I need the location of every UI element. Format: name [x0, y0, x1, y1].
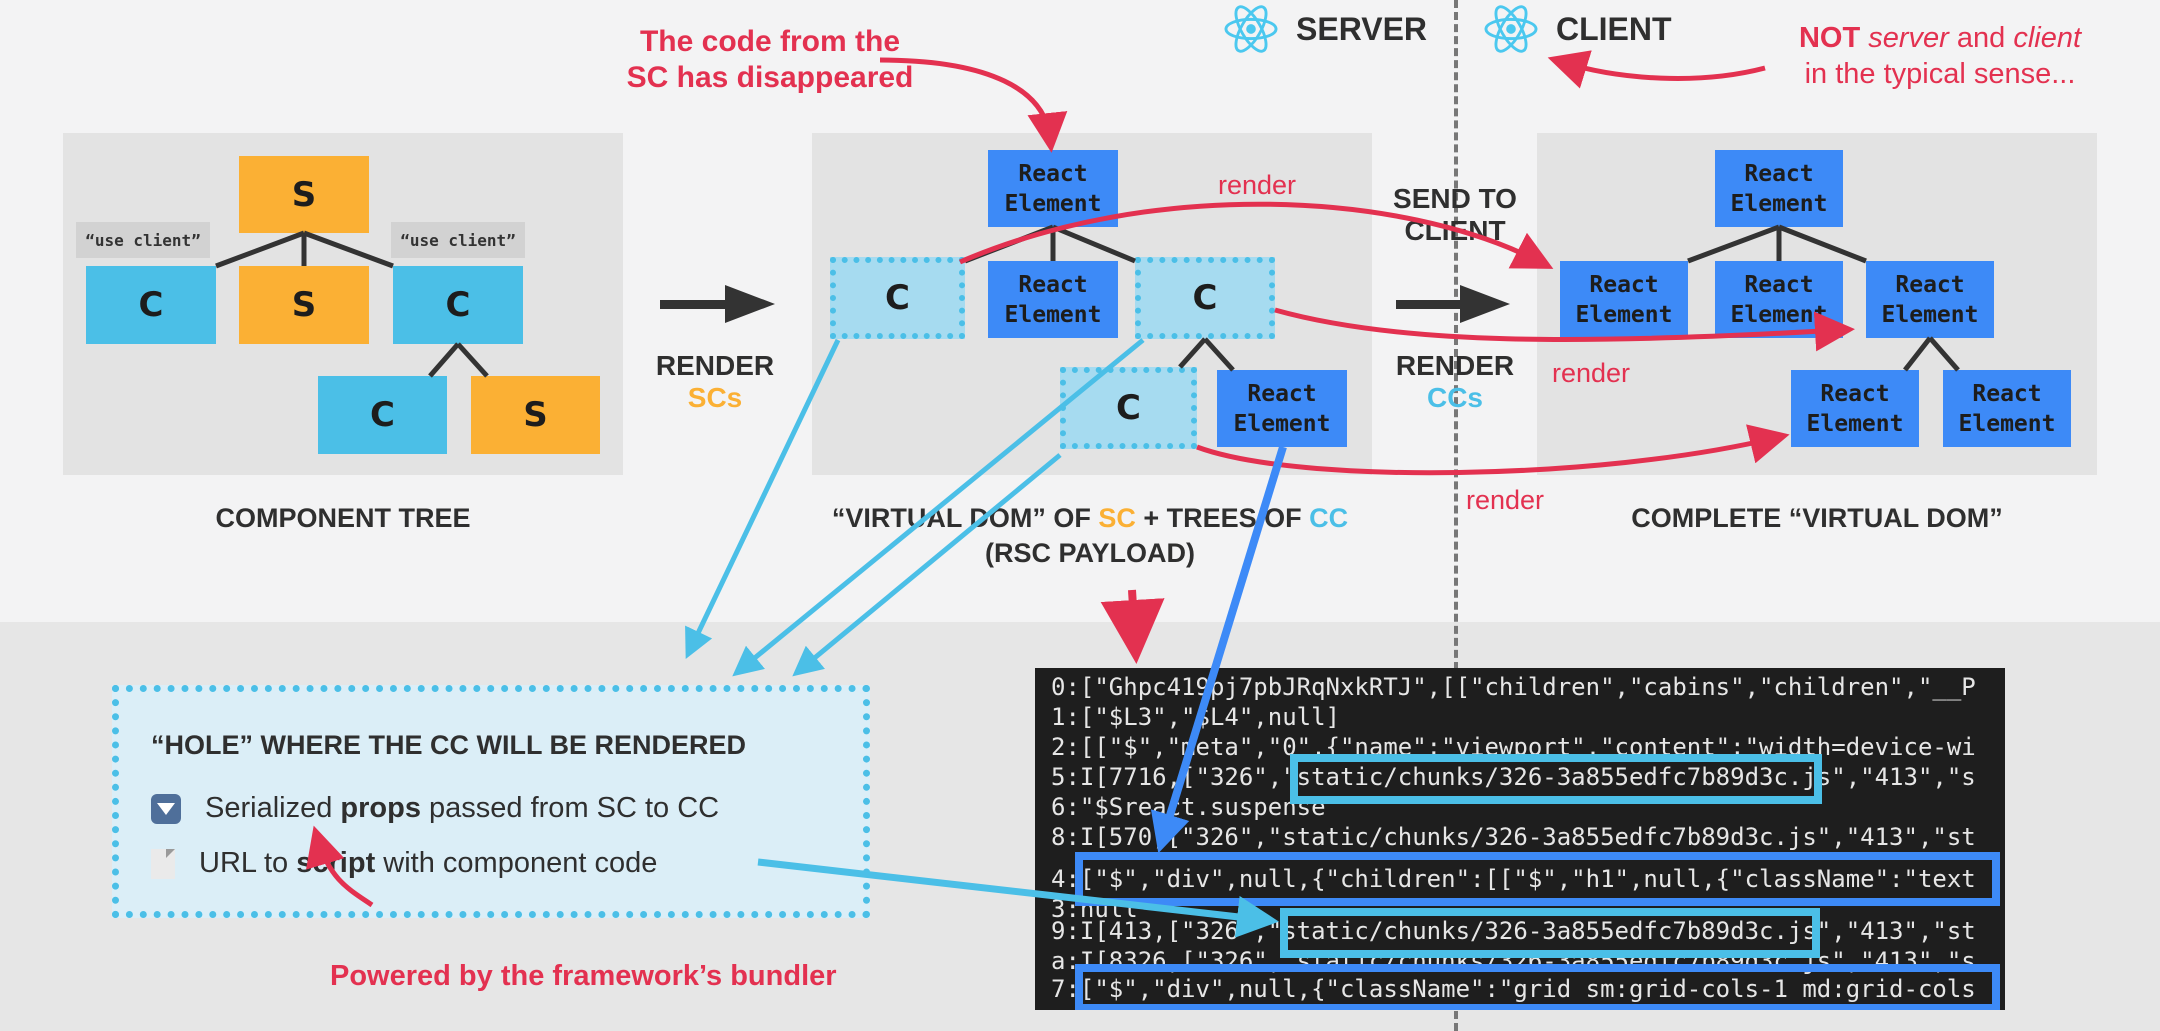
use-client-tag: “use client” [391, 222, 525, 258]
hole-description-box: “HOLE” WHERE THE CC WILL BE RENDERED Ser… [112, 685, 870, 918]
server-component-node: S [239, 156, 369, 233]
client-component-node: C [86, 266, 216, 344]
cc-hole-node: C [1135, 257, 1275, 339]
step-arrow-shaft [660, 300, 730, 309]
rsc-payload-code: 0:["Ghpc419pj7pbJRqNxkRTJ",[["children",… [1035, 668, 2005, 1010]
step-arrow-head [725, 285, 775, 323]
code-line: 7:["$","div",null,{"className":"grid sm:… [1051, 975, 1976, 1003]
react-atom-icon [1484, 5, 1538, 53]
client-component-node: C [318, 376, 447, 454]
cc-hole-node: C [1060, 367, 1197, 449]
code-line: 1:["$L3","$L4",null] [1051, 703, 1340, 731]
server-component-node: S [471, 376, 600, 454]
react-atom-icon [1224, 5, 1278, 53]
document-icon [151, 848, 175, 879]
code-line: 0:["Ghpc419pj7pbJRqNxkRTJ",[["children",… [1051, 673, 1976, 701]
code-line: 8:I[570,["326","static/chunks/326-3a855e… [1051, 823, 1976, 851]
down-triangle-icon [151, 793, 181, 824]
script-url-highlight [1280, 908, 1820, 958]
render-ccs-label: RENDER CCs [1395, 350, 1515, 413]
render-label: render [1552, 358, 1631, 388]
step-arrow-head [1460, 285, 1510, 323]
server-component-node: S [239, 266, 369, 344]
server-client-divider [1454, 0, 1458, 1031]
bundler-annotation: Powered by the framework’s bundler [330, 960, 837, 992]
hole-title: “HOLE” WHERE THE CC WILL BE RENDERED [151, 730, 747, 760]
render-label: render [1218, 170, 1297, 200]
cc-hole-node: C [830, 257, 965, 339]
render-scs-label: RENDER SCs [655, 350, 775, 413]
client-label: CLIENT [1482, 3, 1672, 55]
complete-dom-caption: COMPLETE “VIRTUAL DOM” [1631, 503, 2003, 533]
hole-item-props: Serialized props passed from SC to CC [151, 792, 719, 825]
sc-disappeared-annotation: The code from the SC has disappeared [626, 25, 914, 94]
script-url-highlight [1290, 754, 1822, 804]
hole-item-script: URL to script with component code [151, 847, 657, 880]
annotation-arrow [1547, 50, 1766, 89]
component-tree-caption: COMPONENT TREE [215, 503, 471, 533]
send-to-client-label: SEND TO CLIENT [1393, 183, 1517, 246]
react-element-highlight [1075, 964, 2000, 1010]
react-element-highlight [1075, 852, 2000, 906]
server-label: SERVER [1222, 3, 1427, 55]
virtual-dom-caption: “VIRTUAL DOM” OF SC + TREES OF CC (RSC P… [831, 503, 1349, 568]
render-label: render [1466, 485, 1545, 515]
client-component-node: C [393, 266, 523, 344]
not-typical-annotation: NOT server and client in the typical sen… [1798, 22, 2082, 90]
use-client-tag: “use client” [76, 222, 210, 258]
